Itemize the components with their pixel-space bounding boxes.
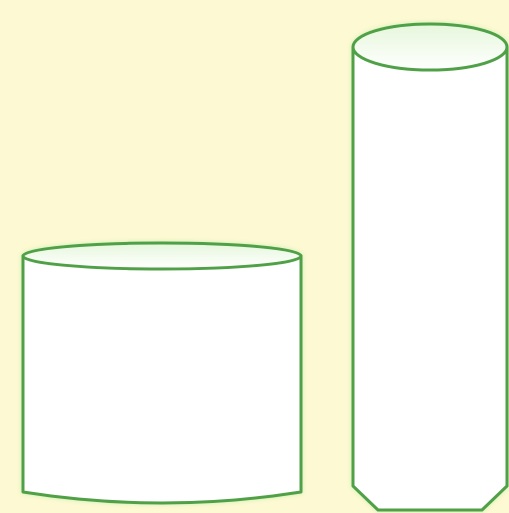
wide-cylinder-body: [23, 256, 301, 503]
wide-cylinder-top: [23, 243, 301, 269]
tall-cylinder-body: [353, 47, 507, 510]
wide-short-cylinder: [23, 243, 301, 503]
narrow-tall-cylinder: [353, 24, 507, 510]
tall-cylinder-top: [353, 24, 507, 70]
